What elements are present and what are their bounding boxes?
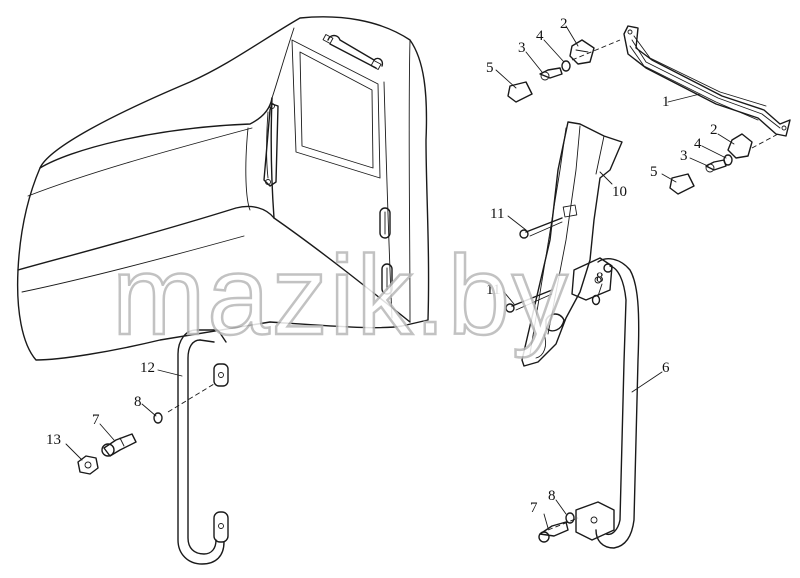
callout-10: 10 [612, 184, 627, 200]
callout-11-lower: 11 [486, 282, 500, 298]
callout-labels: 1 2 2 3 3 4 4 5 5 6 7 7 8 8 8 10 11 11 1… [46, 16, 718, 516]
callout-4-lower: 4 [694, 136, 702, 152]
callout-8-left: 8 [134, 394, 142, 410]
bolt-7-lower-right [538, 521, 569, 543]
washer-8-left [153, 412, 163, 424]
nut-13-left [77, 455, 99, 475]
callout-13: 13 [46, 432, 61, 448]
callout-8-lower-right: 8 [548, 488, 556, 504]
part-6-handrail-right [547, 257, 640, 549]
watermark-text: mazik.by [112, 233, 570, 358]
bolt-7-left [101, 433, 137, 457]
callout-1: 1 [662, 94, 670, 110]
callout-3-upper: 3 [518, 40, 526, 56]
roof-grab-handle [322, 34, 384, 70]
callout-7-right: 7 [530, 500, 538, 516]
callout-11-upper: 11 [490, 206, 504, 222]
screw-11-lower [505, 289, 553, 313]
washer-8-lower-right [565, 512, 575, 524]
fastener-set-lower [669, 133, 779, 195]
callout-8-upper-right: 8 [596, 270, 604, 286]
callout-6: 6 [662, 360, 670, 376]
callout-5-upper: 5 [486, 60, 494, 76]
part-12-handrail-left [167, 329, 229, 565]
callout-4-upper: 4 [536, 28, 544, 44]
door-handle-lower [381, 263, 393, 295]
callout-2-upper: 2 [560, 16, 568, 32]
pillar-grab-handle [263, 103, 279, 187]
door-handle-upper [379, 207, 391, 239]
callout-5-lower: 5 [650, 164, 658, 180]
part-1-roof-handrail [623, 25, 791, 137]
leader-lines [65, 25, 735, 529]
callout-12: 12 [140, 360, 155, 376]
washer-8-right-upper [591, 294, 601, 306]
callout-3-lower: 3 [680, 148, 688, 164]
part-10-pillar-panel [521, 121, 623, 367]
screw-11-upper [519, 217, 563, 239]
fastener-set-upper [507, 39, 621, 103]
truck-cab-body [16, 16, 430, 361]
callout-7-left: 7 [92, 412, 100, 428]
callout-2-lower: 2 [710, 122, 718, 138]
